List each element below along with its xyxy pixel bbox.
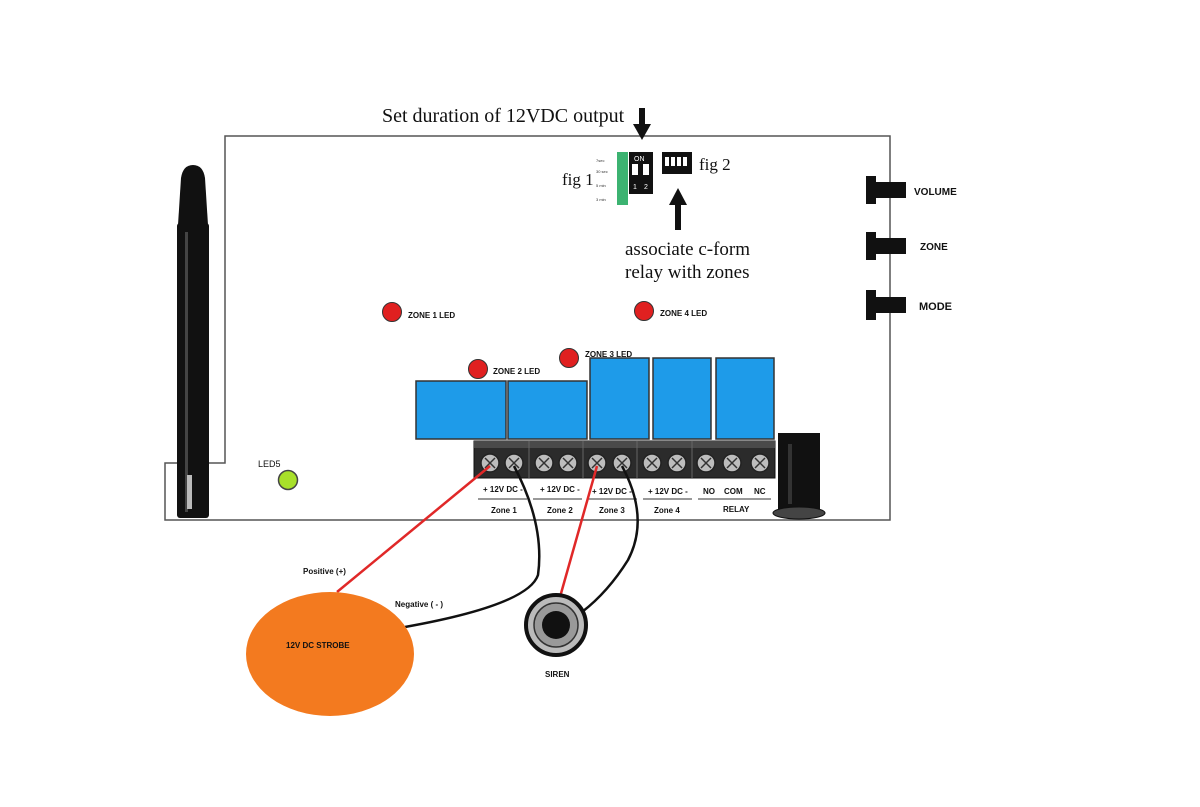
fig2-label: fig 2: [699, 155, 731, 174]
relay-zone3: [589, 357, 650, 440]
antenna: [177, 165, 209, 518]
relay-zone2: [507, 380, 588, 440]
volume-label: VOLUME: [914, 187, 957, 198]
screw-slot-cross-z2-pos: [538, 457, 550, 469]
relay-crelay: [715, 357, 775, 440]
screw-slot-cross-z4-neg: [671, 457, 683, 469]
relay-no-label: NO: [703, 487, 715, 496]
fig1-dip-switch: 7sec 30 sec 5 min 3 min ON 1 2: [596, 152, 653, 205]
strobe-positive-wire: [336, 465, 491, 593]
down-arrow-icon: [633, 108, 651, 140]
duration-label-3: 5 min: [596, 183, 606, 188]
siren-positive-wire: [558, 465, 599, 598]
zone1-polarity-label: + 12V DC -: [483, 485, 523, 494]
siren-negative-wire: [581, 465, 639, 613]
mode-label: MODE: [919, 301, 952, 313]
zone-label: ZONE: [920, 242, 948, 253]
strobe-label: 12V DC STROBE: [286, 641, 350, 650]
associate-text-line1: associate c-form: [625, 239, 750, 260]
zone2-led: [468, 359, 488, 379]
zone1-led-label: ZONE 1 LED: [408, 311, 455, 320]
zone4-terminal-label: Zone 4: [654, 506, 680, 515]
duration-label-1: 7sec: [596, 158, 604, 163]
diagram-title: Set duration of 12VDC output: [382, 105, 625, 127]
siren-label: SIREN: [545, 670, 570, 679]
strobe-negative-wire: [404, 465, 541, 629]
screw-slot-cross-z1-pos: [484, 457, 496, 469]
zone4-led: [634, 301, 654, 321]
zone1-led: [382, 302, 402, 322]
zone4-led-label: ZONE 4 LED: [660, 309, 707, 318]
fig2-dip-switch: [662, 152, 692, 174]
screw-slot-cross-z2-neg: [562, 457, 574, 469]
relay-zone4: [652, 357, 712, 440]
zone3-terminal-label: Zone 3: [599, 506, 625, 515]
dip-on-label: ON: [634, 156, 645, 163]
zone2-polarity-label: + 12V DC -: [540, 485, 580, 494]
dip-pos-2: 2: [644, 184, 648, 191]
zone4-polarity-label: + 12V DC -: [648, 487, 688, 496]
up-arrow-icon: [669, 188, 687, 230]
zone3-led: [559, 348, 579, 368]
duration-table: [617, 152, 628, 205]
screw-slot-cross-relay-com: [726, 457, 738, 469]
zone1-terminal-label: Zone 1: [491, 506, 517, 515]
zone3-led-label: ZONE 3 LED: [585, 350, 632, 359]
mode-button[interactable]: [866, 290, 906, 320]
zone-button[interactable]: [866, 232, 906, 260]
relay-blocks: [415, 357, 775, 440]
relay-nc-label: NC: [754, 487, 766, 496]
volume-button[interactable]: [866, 176, 906, 204]
screw-slot-cross-relay-nc: [754, 457, 766, 469]
relay-terminal-label: RELAY: [723, 505, 750, 514]
led5-label: LED5: [258, 459, 281, 469]
zone2-terminal-label: Zone 2: [547, 506, 573, 515]
relay-com-label: COM: [724, 487, 743, 496]
zone3-polarity-label: + 12V DC -: [592, 487, 632, 496]
siren-icon: [524, 593, 588, 657]
screw-slot-cross-z3-pos: [591, 457, 603, 469]
screw-slot-cross-z4-pos: [646, 457, 658, 469]
negative-label: Negative ( - ): [395, 600, 443, 609]
screw-slot-cross-z1-neg: [508, 457, 520, 469]
screw-slot-cross-relay-no: [700, 457, 712, 469]
fig1-label: fig 1: [562, 170, 594, 189]
buzzer: [772, 433, 826, 520]
wires: [336, 465, 639, 629]
led5: [277, 469, 299, 491]
terminal-labels: + 12V DC - + 12V DC - + 12V DC - + 12V D…: [478, 485, 771, 515]
duration-label-4: 3 min: [596, 197, 606, 202]
strobe-light: [246, 592, 414, 716]
associate-text-line2: relay with zones: [625, 262, 750, 283]
screw-slot-cross-z3-neg: [616, 457, 628, 469]
duration-label-2: 30 sec: [596, 169, 608, 174]
positive-label: Positive (+): [303, 567, 346, 576]
relay-zone1: [415, 380, 507, 440]
zone2-led-label: ZONE 2 LED: [493, 367, 540, 376]
dip-pos-1: 1: [633, 184, 637, 191]
